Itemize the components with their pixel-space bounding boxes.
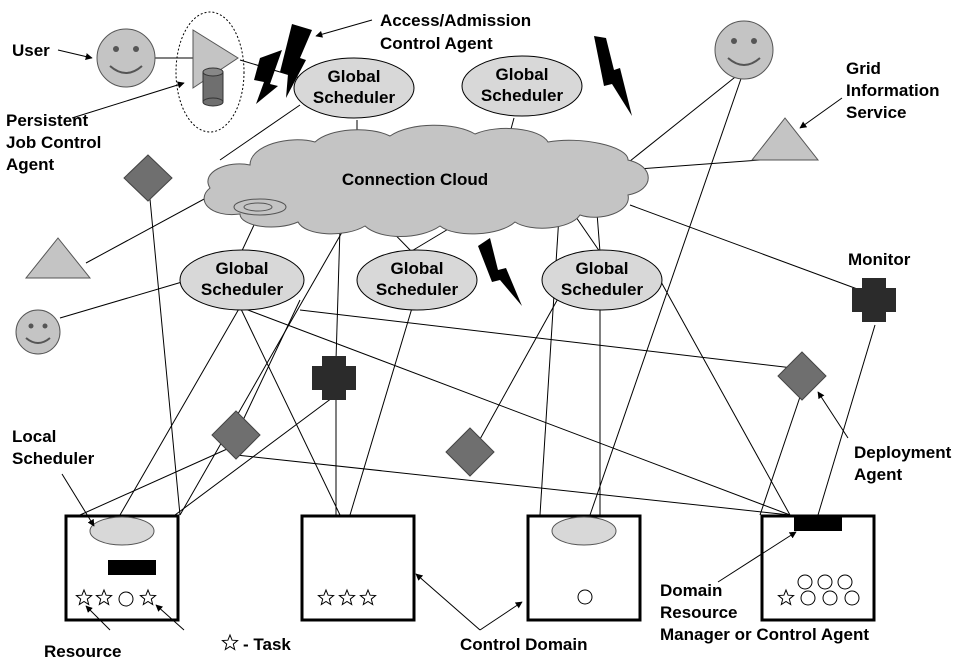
global-scheduler-lower-center: Global Scheduler (356, 249, 478, 311)
circle-icon (817, 574, 833, 590)
diamond-icon (777, 351, 827, 401)
resource-label: Resource (44, 642, 121, 661)
scheduler-label-line2: Scheduler (313, 88, 396, 107)
domain-box-3 (526, 514, 642, 622)
domain-box-4 (760, 514, 876, 622)
access-agent-line1: Access/Admission (380, 11, 531, 30)
diamond-icon (211, 410, 261, 460)
star-icon (338, 588, 356, 606)
deployment-agent-line1: Deployment (854, 443, 952, 462)
cross-icon (852, 278, 896, 322)
persistent-agent-line3: Agent (6, 155, 55, 174)
smiley-face-icon (96, 28, 156, 88)
lightning-icon (594, 36, 632, 116)
grid-info-line3: Service (846, 103, 907, 122)
lightning-icon (254, 50, 282, 104)
scheduler-label-line1: Global (576, 259, 629, 278)
scheduler-label-line1: Global (216, 259, 269, 278)
scheduler-label-line2: Scheduler (561, 280, 644, 299)
smiley-face-icon (714, 20, 774, 80)
scheduler-label-line2: Scheduler (481, 86, 564, 105)
lightning-icon (280, 24, 312, 98)
global-scheduler-top-right: Global Scheduler (461, 55, 583, 117)
persistent-agent-line1: Persistent (6, 111, 89, 130)
domain-manager-line2: Resource (660, 603, 737, 622)
circle-icon (844, 590, 860, 606)
triangle-icon (750, 117, 820, 161)
manager-bar-icon (108, 560, 156, 575)
cloud-label: Connection Cloud (342, 170, 488, 189)
persistent-agent-line2: Job Control (6, 133, 101, 152)
circle-icon (837, 574, 853, 590)
star-icon (221, 633, 239, 651)
connection-cloud: Connection Cloud (203, 124, 649, 237)
task-stars (75, 588, 795, 651)
scheduler-label-line1: Global (391, 259, 444, 278)
global-scheduler-lower-left: Global Scheduler (179, 249, 305, 311)
circle-icon (577, 589, 593, 605)
triangle-icon (24, 237, 92, 279)
control-domain-label: Control Domain (460, 635, 588, 654)
local-scheduler-line2: Scheduler (12, 449, 95, 468)
global-scheduler-lower-right: Global Scheduler (541, 249, 663, 311)
scheduler-label-line2: Scheduler (376, 280, 459, 299)
deployment-agent-line2: Agent (854, 465, 903, 484)
scheduler-label-line1: Global (328, 67, 381, 86)
monitor-label: Monitor (848, 250, 911, 269)
domain-manager-line1: Domain (660, 581, 722, 600)
scheduler-label-line2: Scheduler (201, 280, 284, 299)
circle-icon (822, 590, 838, 606)
manager-bar-icon (794, 516, 842, 531)
circle-icon (118, 591, 134, 607)
database-cylinder-icon (202, 67, 224, 107)
star-icon (95, 588, 113, 606)
access-agent-line2: Control Agent (380, 34, 493, 53)
global-scheduler-top-left: Global Scheduler (293, 57, 415, 119)
local-scheduler-line1: Local (12, 427, 56, 446)
annotation-arrows (57, 19, 849, 631)
cross-icon (312, 356, 356, 400)
user-label: User (12, 41, 50, 60)
circle-icon (797, 574, 813, 590)
diamond-icon (123, 154, 173, 202)
scheduler-label-line1: Global (496, 65, 549, 84)
grid-info-line1: Grid (846, 59, 881, 78)
star-icon (139, 588, 157, 606)
star-icon (75, 588, 93, 606)
domain-box-2 (300, 514, 416, 622)
star-icon (317, 588, 335, 606)
grid-info-line2: Information (846, 81, 940, 100)
persistent-agent-group (175, 11, 245, 133)
domain-manager-line3: Manager or Control Agent (660, 625, 869, 644)
circle-icon (800, 590, 816, 606)
lightning-icon (478, 238, 522, 306)
diamond-icon (445, 427, 495, 477)
star-icon (777, 588, 795, 606)
star-icon (359, 588, 377, 606)
task-legend-label: - Task (243, 635, 291, 654)
smiley-face-icon (15, 309, 61, 355)
